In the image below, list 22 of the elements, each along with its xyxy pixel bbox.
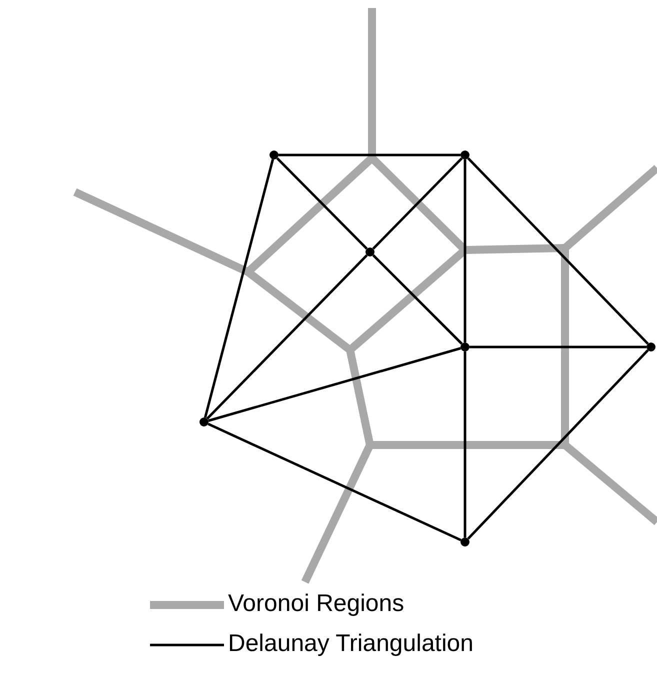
triangulation-edge [372, 157, 463, 250]
triangulation-edge [372, 254, 463, 345]
triangulation-edge [276, 157, 368, 250]
triangulation-edge [467, 349, 649, 540]
legend-text: Delaunay Triangulation [228, 630, 474, 658]
triangulation-edge [467, 157, 649, 345]
triangulation-edge [278, 154, 460, 156]
legend-text: Voronoi Regions [228, 590, 404, 618]
triangulation-edge [206, 254, 368, 420]
point-dot [270, 150, 278, 160]
triangulation-edge [464, 160, 466, 342]
triangulation-edge [464, 352, 466, 538]
triangulation-edge [208, 422, 462, 542]
point-dot [460, 342, 470, 352]
triangulation-edge [470, 346, 646, 348]
point-dot [460, 538, 470, 546]
triangulation-edge [208, 347, 462, 422]
point-dot [200, 418, 208, 426]
point-dot [460, 150, 470, 160]
point-dot [646, 342, 656, 352]
triangulation-edge [204, 159, 274, 418]
point-dot [366, 248, 374, 256]
